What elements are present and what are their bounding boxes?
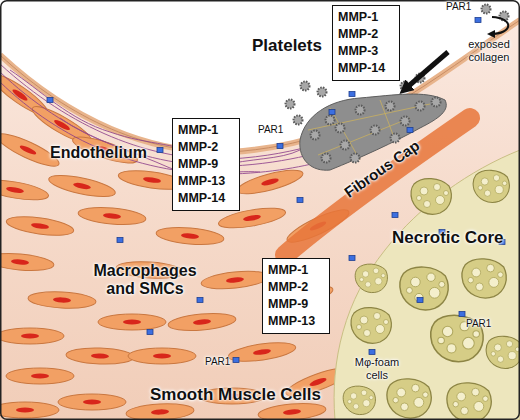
receptor-label: PAR1 xyxy=(446,1,471,13)
receptor-label: PAR1 xyxy=(205,356,230,368)
cell-label: Macrophages and SMCs xyxy=(78,262,212,299)
par1-receptors xyxy=(47,18,505,363)
mmp-list: MMP-1 MMP-2 MMP-3 MMP-14 xyxy=(338,9,394,77)
site-label: exposed collagen xyxy=(462,38,516,63)
region-label: Necrotic Core xyxy=(392,228,503,248)
platelet-aggregate xyxy=(300,94,446,170)
mmp-box: MMP-1 MMP-2 MMP-9 MMP-13 MMP-14 xyxy=(172,118,240,211)
foam-cells xyxy=(343,170,520,420)
mmp-list: MMP-1 MMP-2 MMP-9 MMP-13 MMP-14 xyxy=(178,122,234,207)
curved-arrow xyxy=(490,17,508,34)
layer-label: Smooth Muscle Cells xyxy=(150,385,321,405)
cell-label: Platelets xyxy=(252,36,322,56)
platelets xyxy=(286,5,509,163)
mmp-list: MMP-1 MMP-2 MMP-9 MMP-13 xyxy=(268,262,324,330)
endothelium-layer xyxy=(0,20,520,152)
cell-label: Mφ-foam cells xyxy=(349,356,405,381)
mmp-box: MMP-1 MMP-2 MMP-9 MMP-13 xyxy=(262,258,330,334)
recruitment-arrow xyxy=(404,52,448,90)
endothelium-edge xyxy=(0,20,520,152)
receptor-label: PAR1 xyxy=(258,124,283,136)
mmp-box: MMP-1 MMP-2 MMP-3 MMP-14 xyxy=(332,5,400,81)
receptor-label: PAR1 xyxy=(466,318,491,330)
layer-label: Endothelium xyxy=(50,144,147,162)
